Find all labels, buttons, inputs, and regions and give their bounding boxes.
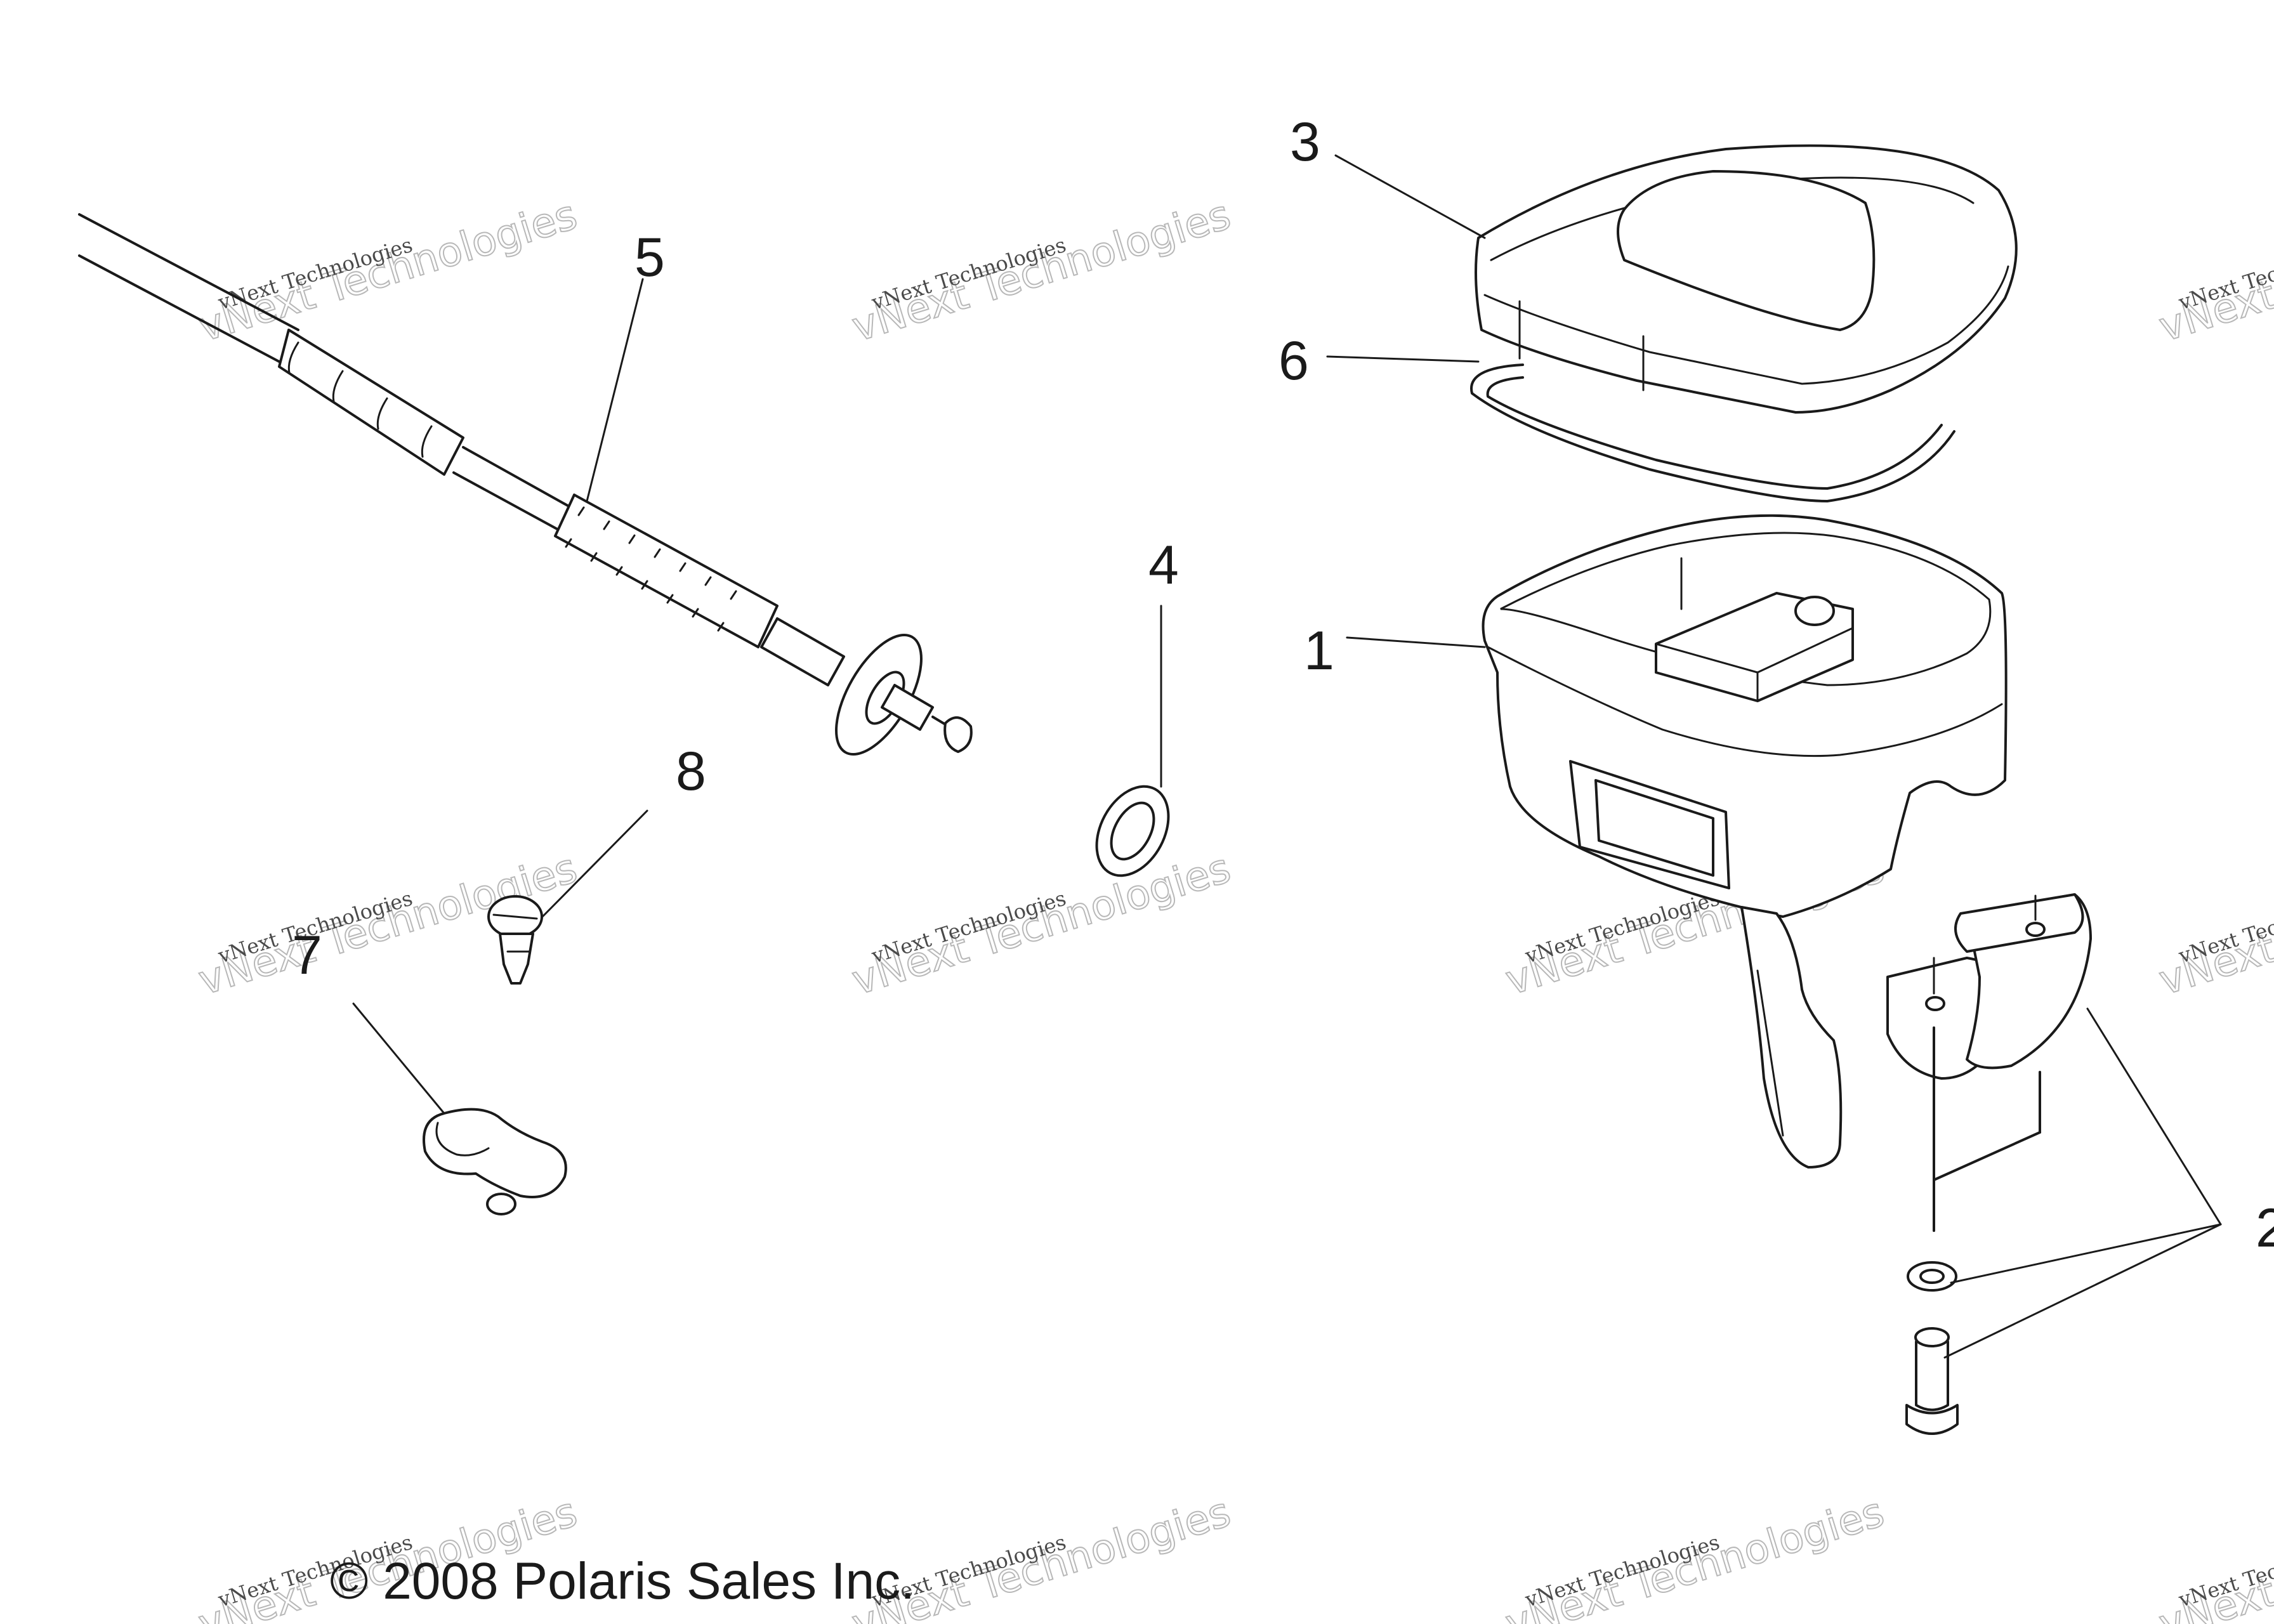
leader-5 xyxy=(586,278,644,502)
watermark-outline: vNext Technologies xyxy=(847,845,1236,1005)
part-2-clamp-hardware xyxy=(1886,893,2092,1435)
leader-2c xyxy=(1943,1223,2222,1359)
callout-8: 8 xyxy=(676,741,706,802)
watermark: vNext Technologies vNext Technologies xyxy=(2153,844,2274,1005)
callout-5: 5 xyxy=(634,227,665,288)
watermark: vNext Technologies vNext Technologies xyxy=(846,191,1237,352)
leader-1 xyxy=(1346,636,1486,648)
part-8-push-rivet xyxy=(487,895,543,985)
watermark: vNext Technologies vNext Technologies xyxy=(193,191,583,352)
callout-6: 6 xyxy=(1278,331,1309,391)
part-6-gasket xyxy=(1470,363,1955,502)
callout-7: 7 xyxy=(292,925,322,986)
leader-7 xyxy=(352,1002,445,1115)
copyright-notice: © 2008 Polaris Sales Inc. xyxy=(330,1552,915,1610)
callout-3: 3 xyxy=(1290,112,1320,173)
callout-2: 2 xyxy=(2256,1198,2274,1259)
part-3-cover xyxy=(1475,144,2018,414)
part-1-housing xyxy=(1482,514,2008,1169)
watermark: vNext Technologies vNext Technologies xyxy=(2153,191,2274,352)
leader-3 xyxy=(1334,154,1486,239)
leader-lines xyxy=(352,154,2222,1359)
watermark: vNext Technologies vNext Technologies xyxy=(2153,1488,2274,1624)
callout-labels: 1 2 3 4 5 6 7 8 xyxy=(292,112,2274,1259)
part-5-cable xyxy=(78,213,973,756)
watermark-outline: vNext Technologies xyxy=(847,192,1236,351)
part-4-washer xyxy=(1095,785,1170,877)
part-7-clamp xyxy=(423,1108,567,1215)
leader-8 xyxy=(541,809,648,918)
leader-2b xyxy=(1950,1223,2222,1284)
watermark-outline: vNext Technologies xyxy=(194,192,582,351)
watermark-outline: vNext Technologies xyxy=(2154,1489,2274,1624)
callout-4: 4 xyxy=(1148,535,1179,596)
watermark: vNext Technologies vNext Technologies xyxy=(846,844,1237,1005)
leader-6 xyxy=(1326,355,1480,363)
leader-2a xyxy=(2086,1007,2222,1226)
watermark: vNext Technologies vNext Technologies xyxy=(1500,1488,1890,1624)
callout-1: 1 xyxy=(1304,620,1334,681)
